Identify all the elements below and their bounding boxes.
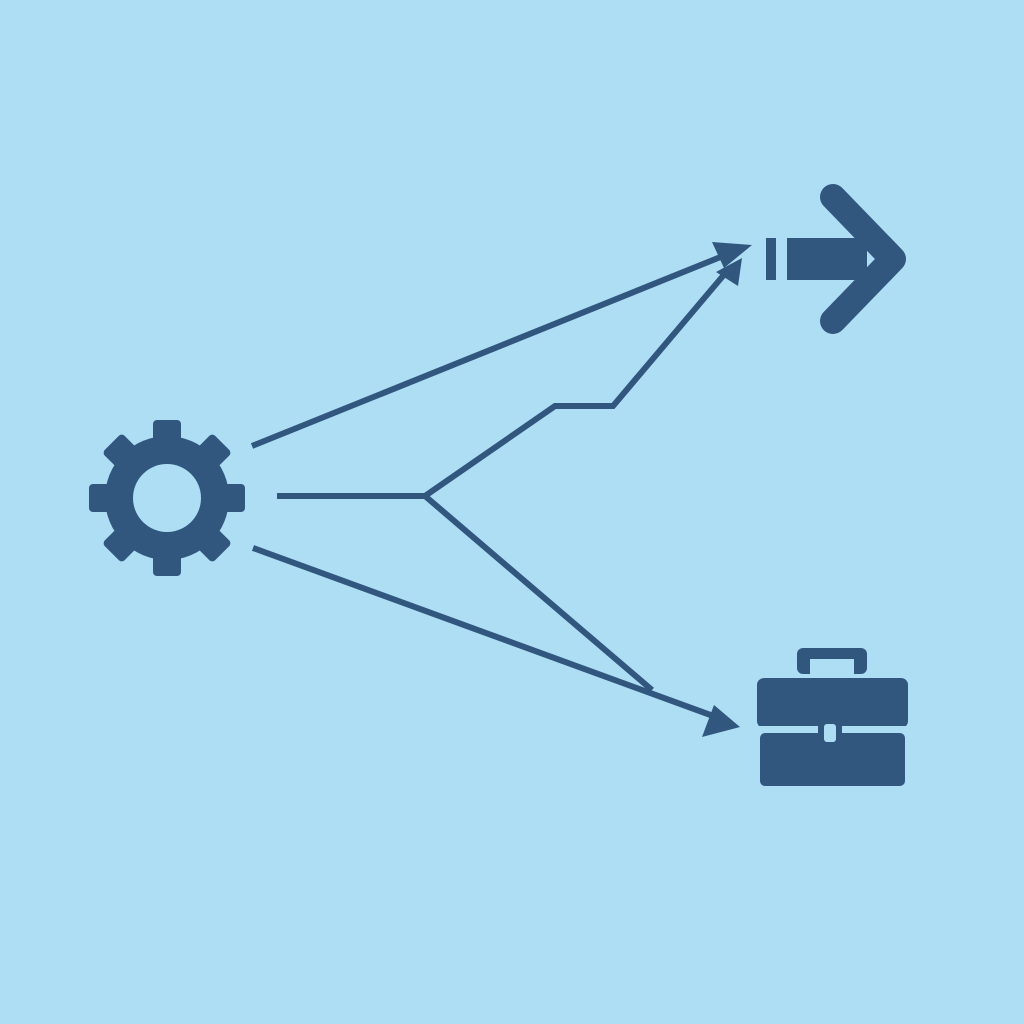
connector-direct-top [250,242,752,449]
gear-icon [89,420,245,576]
briefcase-icon [757,648,908,786]
connector-branched-top [277,258,742,499]
arrow-right-icon [766,184,906,334]
connector-direct-bottom [251,545,740,737]
connector-branched-bottom [423,493,654,693]
